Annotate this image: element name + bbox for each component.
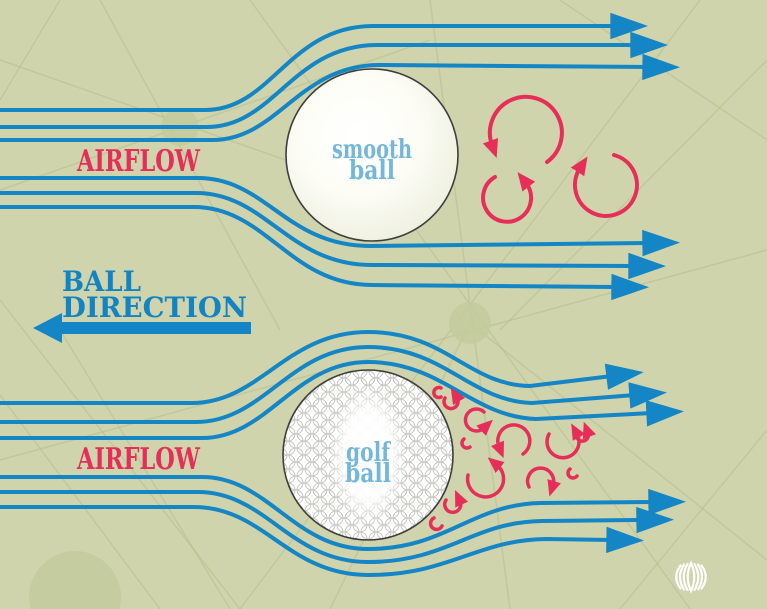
streamline-path	[0, 12, 649, 112]
turbulence-curl-icon	[566, 467, 579, 480]
golf-ball-streamlines	[0, 329, 687, 578]
brand-logo-icon	[675, 560, 707, 594]
streamline-path	[0, 505, 645, 578]
airflow-label-bottom: AIRFLOW	[76, 442, 201, 477]
turbulence-curl-icon	[574, 421, 597, 443]
turbulence-curl-icon	[442, 490, 469, 515]
streamline-path	[0, 205, 650, 301]
streamline-path	[0, 329, 644, 405]
pattern-node	[29, 551, 121, 609]
streamline-path	[0, 344, 667, 424]
streamline-path	[0, 176, 681, 257]
golf-ball	[282, 369, 454, 541]
golf-ball-label-line1: golf	[346, 438, 391, 468]
streamline-path	[0, 53, 681, 142]
turbulence-curl-icon	[442, 387, 466, 411]
golf-ball-section: golf ball AIRFLOW	[0, 329, 687, 578]
turbulence-curl-icon	[460, 437, 472, 450]
turbulence-curl-icon	[490, 423, 532, 459]
ball-direction-label-line1: BALL	[62, 265, 141, 298]
turbulence-swirl-icon	[482, 94, 564, 164]
smooth-ball-label-line2: ball	[349, 156, 395, 186]
streamline-path	[0, 31, 669, 129]
streamline-path	[0, 359, 685, 440]
ball-direction-group: BALL DIRECTION	[33, 265, 251, 343]
ball-direction-label-line2: DIRECTION	[62, 291, 247, 324]
smooth-ball-streamlines	[0, 12, 681, 301]
turbulence-curl-icon	[545, 423, 586, 460]
turbulence-curl-icon	[428, 516, 444, 532]
golf-ball-label-line2: ball	[345, 459, 391, 489]
turbulence-swirl-icon	[481, 172, 536, 224]
turbulence-curl-icon	[432, 385, 443, 400]
large-turbulence-swirls	[481, 94, 639, 224]
small-turbulence-curls	[428, 385, 597, 532]
turbulence-curl-icon	[525, 466, 561, 497]
smooth-ball-section: smooth ball AIRFLOW	[0, 12, 681, 301]
pattern-node	[449, 302, 491, 344]
airflow-label-top: AIRFLOW	[76, 144, 201, 179]
streamline-path	[0, 490, 675, 565]
streamline-path	[0, 475, 687, 552]
turbulence-curl-icon	[463, 407, 493, 436]
turbulence-curl-icon	[465, 457, 506, 499]
streamline-path	[0, 191, 667, 280]
left-arrow-icon	[33, 313, 251, 343]
smooth-ball	[285, 68, 459, 242]
smooth-ball-label-line1: smooth	[332, 135, 412, 165]
turbulence-swirl-icon	[570, 153, 639, 218]
